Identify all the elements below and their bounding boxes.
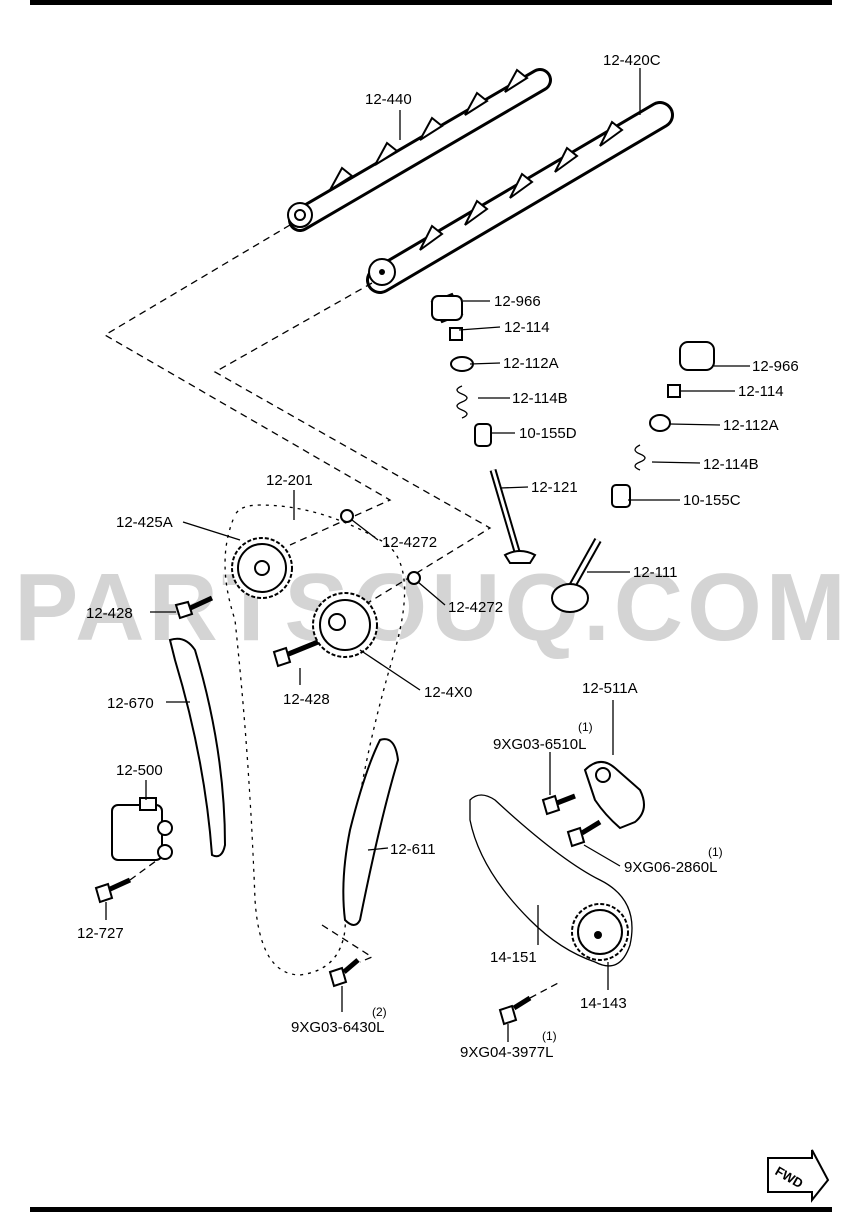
retainer-12-112A-b[interactable] (649, 414, 671, 432)
label-9XG06-2860L[interactable]: 9XG06-2860L (624, 859, 717, 876)
label-12-428-a[interactable]: 12-428 (86, 605, 133, 622)
washer-12-4272-a[interactable] (340, 509, 354, 523)
label-12-114-b[interactable]: 12-114 (738, 383, 784, 400)
intake-vvt-sprocket-12-4X0[interactable] (312, 592, 378, 658)
bolt-9XG03-6430L[interactable] (328, 958, 360, 988)
label-12-114B-a[interactable]: 12-114B (512, 390, 568, 407)
bolt-12-727[interactable] (94, 877, 132, 904)
bolt-12-428-b[interactable] (272, 639, 319, 668)
spring-12-114B-b[interactable] (634, 444, 646, 471)
label-12-966-b[interactable]: 12-966 (752, 358, 799, 375)
qty-9XG04-3977L: (1) (542, 1029, 557, 1043)
label-12-440[interactable]: 12-440 (365, 91, 412, 108)
label-12-611[interactable]: 12-611 (390, 841, 436, 858)
bolt-9XG04-3977L[interactable] (498, 995, 532, 1026)
qty-9XG03-6510L: (1) (578, 720, 593, 734)
label-12-966-a[interactable]: 12-966 (494, 293, 541, 310)
label-12-4272-b[interactable]: 12-4272 (448, 599, 503, 616)
valve-12-111[interactable] (551, 583, 589, 613)
top-rule (30, 0, 832, 5)
label-12-511A[interactable]: 12-511A (582, 680, 638, 697)
label-12-201[interactable]: 12-201 (266, 472, 313, 489)
valve-12-121[interactable] (503, 550, 537, 564)
label-12-121[interactable]: 12-121 (531, 479, 578, 496)
label-12-428-b[interactable]: 12-428 (283, 691, 330, 708)
seal-10-155C[interactable] (611, 484, 631, 508)
label-12-420C[interactable]: 12-420C (603, 52, 661, 69)
exhaust-sprocket-12-425A[interactable] (231, 537, 293, 599)
label-12-112A-b[interactable]: 12-112A (723, 417, 779, 434)
bolt-12-428-a[interactable] (174, 595, 214, 620)
valve-train-left (430, 292, 537, 564)
oil-pump-chain-14-151[interactable] (469, 794, 633, 967)
label-12-425A[interactable]: 12-425A (116, 514, 173, 531)
forward-arrow-icon: FWD (767, 1149, 830, 1203)
chain-guide-12-670[interactable] (168, 637, 227, 858)
leader-lines (105, 68, 750, 1042)
label-10-155D[interactable]: 10-155D (519, 425, 577, 442)
washer-12-4272-b[interactable] (407, 571, 421, 585)
dash-guide-exhaust (103, 224, 392, 546)
label-12-114-a[interactable]: 12-114 (504, 319, 550, 336)
label-9XG04-3977L[interactable]: 9XG04-3977L (460, 1044, 553, 1061)
oil-pump-sprocket-14-143[interactable] (571, 903, 629, 961)
seal-10-155D[interactable] (474, 423, 492, 447)
bolt-9XG06-2860L[interactable] (566, 819, 602, 848)
label-12-670[interactable]: 12-670 (107, 695, 154, 712)
label-12-114B-b[interactable]: 12-114B (703, 456, 759, 473)
bottom-rule (30, 1207, 832, 1212)
keeper-12-114-a[interactable] (449, 327, 463, 341)
tappet-12-966-a[interactable] (431, 295, 463, 321)
watermark: PARTSOUQ.COM (14, 554, 850, 661)
keeper-12-114-b[interactable] (667, 384, 681, 398)
qty-9XG06-2860L: (1) (708, 845, 723, 859)
dash-guide-intake (213, 282, 492, 621)
label-9XG03-6510L[interactable]: 9XG03-6510L (493, 736, 586, 753)
chain-tensioner-arm-12-511A[interactable] (583, 761, 645, 830)
label-12-4272-a[interactable]: 12-4272 (382, 534, 437, 551)
label-12-500[interactable]: 12-500 (116, 762, 163, 779)
label-14-143[interactable]: 14-143 (580, 995, 627, 1012)
chain-guide-12-611[interactable] (342, 738, 400, 926)
label-10-155C[interactable]: 10-155C (683, 492, 741, 509)
part-labels: 12-440 12-420C 12-966 12-114 12-112A 12-… (77, 52, 799, 1061)
label-12-4X0[interactable]: 12-4X0 (424, 684, 472, 701)
intake-camshaft[interactable] (366, 101, 674, 294)
label-14-151[interactable]: 14-151 (490, 949, 537, 966)
qty-9XG03-6430L: (2) (372, 1005, 387, 1019)
tappet-12-966-b[interactable] (679, 341, 715, 371)
label-9XG03-6430L[interactable]: 9XG03-6430L (291, 1019, 384, 1036)
spring-12-114B-a[interactable] (456, 385, 468, 419)
label-12-111[interactable]: 12-111 (633, 564, 677, 581)
exhaust-camshaft[interactable] (287, 68, 552, 232)
label-12-727[interactable]: 12-727 (77, 925, 124, 942)
bolt-9XG03-6510L[interactable] (541, 793, 576, 816)
label-12-112A-a[interactable]: 12-112A (503, 355, 559, 372)
valve-train-right (551, 341, 715, 613)
retainer-12-112A-a[interactable] (450, 356, 474, 372)
chain-tensioner-12-500[interactable] (111, 797, 173, 861)
